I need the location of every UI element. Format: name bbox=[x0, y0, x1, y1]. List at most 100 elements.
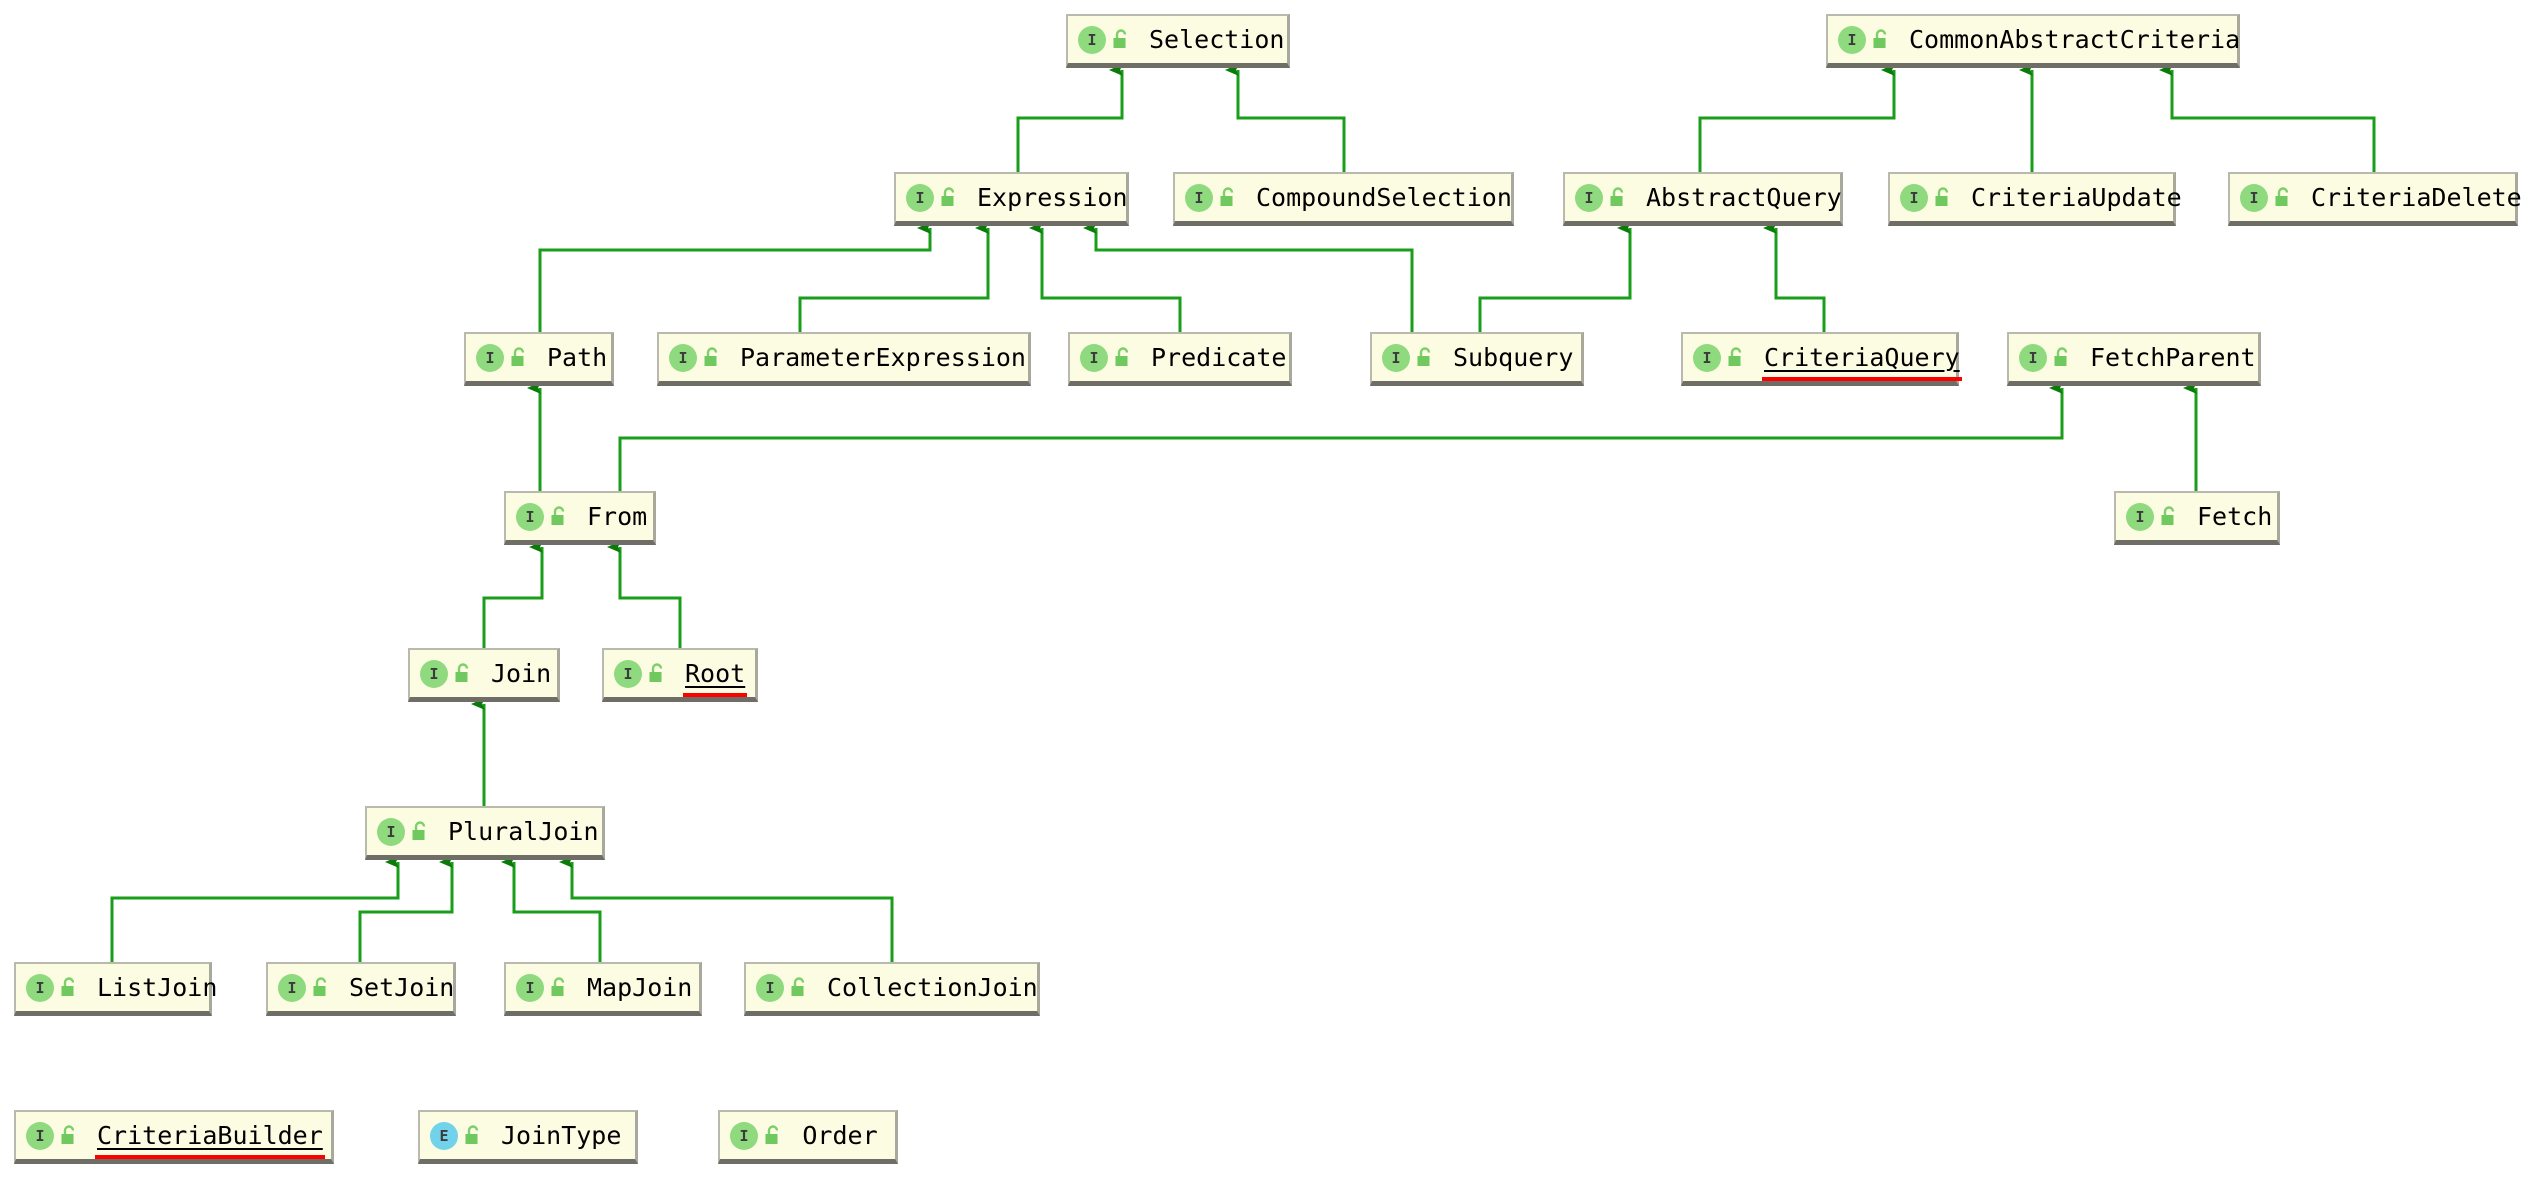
uml-class-node-collectionJoin[interactable]: I CollectionJoin bbox=[744, 962, 1040, 1016]
interface-badge-icon: I bbox=[1693, 343, 1721, 372]
open-padlock-icon bbox=[509, 346, 529, 369]
interface-badge-icon: I bbox=[756, 973, 784, 1002]
interface-badge-icon: I bbox=[730, 1121, 758, 1150]
class-name-label-setJoin: SetJoin bbox=[349, 973, 455, 1002]
inheritance-edge bbox=[1478, 222, 1632, 332]
class-name-label-joinType: JoinType bbox=[501, 1121, 622, 1150]
uml-class-node-fetch[interactable]: I Fetch bbox=[2114, 491, 2280, 545]
uml-class-node-root[interactable]: I Root bbox=[602, 648, 758, 702]
inheritance-edge bbox=[618, 382, 2064, 491]
open-padlock-icon bbox=[59, 1124, 79, 1147]
interface-badge-icon: I bbox=[1382, 343, 1410, 372]
interface-badge-icon: I bbox=[26, 1121, 54, 1150]
class-name-label-criteriaQuery: CriteriaQuery bbox=[1760, 345, 1964, 381]
class-name-label-mapJoin: MapJoin bbox=[587, 973, 693, 1002]
interface-badge-icon: I bbox=[516, 973, 544, 1002]
class-name-label-criteriaBuilder: CriteriaBuilder bbox=[93, 1123, 327, 1159]
interface-badge-icon: I bbox=[2126, 502, 2154, 531]
uml-class-node-order[interactable]: I Order bbox=[718, 1110, 898, 1164]
inheritance-edge bbox=[798, 222, 990, 332]
uml-class-node-criteriaDelete[interactable]: I CriteriaDelete bbox=[2228, 172, 2522, 226]
inheritance-edge bbox=[538, 222, 932, 332]
interface-badge-icon: I bbox=[476, 343, 504, 372]
open-padlock-icon bbox=[463, 1124, 483, 1147]
interface-badge-icon: I bbox=[1575, 183, 1603, 212]
uml-class-node-mapJoin[interactable]: I MapJoin bbox=[504, 962, 702, 1016]
open-padlock-icon bbox=[939, 186, 959, 209]
interface-badge-icon: I bbox=[1080, 343, 1108, 372]
inheritance-edge bbox=[559, 856, 894, 962]
open-padlock-icon bbox=[410, 820, 430, 843]
uml-class-node-selection[interactable]: I Selection bbox=[1066, 14, 1290, 68]
open-padlock-icon bbox=[2159, 505, 2179, 528]
uml-class-node-join[interactable]: I Join bbox=[408, 648, 560, 702]
interface-badge-icon: I bbox=[2240, 183, 2268, 212]
uml-class-node-from[interactable]: I From bbox=[504, 491, 656, 545]
class-name-label-pluralJoin: PluralJoin bbox=[448, 817, 599, 846]
interface-badge-icon: I bbox=[1185, 183, 1213, 212]
interface-badge-icon: I bbox=[278, 973, 306, 1002]
inheritance-edge bbox=[110, 856, 400, 962]
interface-badge-icon: I bbox=[26, 973, 54, 1002]
uml-class-node-fetchParent[interactable]: I FetchParent bbox=[2007, 332, 2261, 386]
class-name-label-order: Order bbox=[802, 1121, 878, 1150]
open-padlock-icon bbox=[1933, 186, 1953, 209]
class-name-label-compoundSelection: CompoundSelection bbox=[1256, 183, 1512, 212]
inheritance-edge bbox=[2159, 64, 2376, 172]
class-name-label-expression: Expression bbox=[977, 183, 1128, 212]
uml-class-node-listJoin[interactable]: I ListJoin bbox=[14, 962, 217, 1016]
open-padlock-icon bbox=[549, 976, 569, 999]
class-name-label-fetchParent: FetchParent bbox=[2090, 343, 2256, 372]
uml-class-node-abstractQuery[interactable]: I AbstractQuery bbox=[1563, 172, 1843, 226]
inheritance-edge bbox=[1016, 64, 1124, 172]
class-name-label-path: Path bbox=[547, 343, 608, 372]
class-name-label-criteriaDelete: CriteriaDelete bbox=[2311, 183, 2522, 212]
uml-class-node-expression[interactable]: I Expression bbox=[894, 172, 1129, 226]
open-padlock-icon bbox=[311, 976, 331, 999]
open-padlock-icon bbox=[2052, 346, 2072, 369]
inheritance-edge bbox=[358, 856, 454, 962]
class-name-label-selection: Selection bbox=[1149, 25, 1285, 54]
open-padlock-icon bbox=[647, 662, 667, 685]
interface-badge-icon: I bbox=[2019, 343, 2047, 372]
class-name-label-root: Root bbox=[681, 661, 749, 697]
interface-badge-icon: I bbox=[1078, 25, 1106, 54]
inheritance-edge bbox=[1763, 222, 1826, 332]
interface-badge-icon: I bbox=[420, 659, 448, 688]
uml-class-node-subquery[interactable]: I Subquery bbox=[1370, 332, 1584, 386]
open-padlock-icon bbox=[1415, 346, 1435, 369]
uml-class-node-path[interactable]: I Path bbox=[464, 332, 614, 386]
uml-class-node-joinType[interactable]: E JoinType bbox=[418, 1110, 638, 1164]
open-padlock-icon bbox=[1608, 186, 1628, 209]
inheritance-edge bbox=[1083, 222, 1414, 332]
uml-class-node-pluralJoin[interactable]: I PluralJoin bbox=[365, 806, 605, 860]
class-name-label-criteriaUpdate: CriteriaUpdate bbox=[1971, 183, 2182, 212]
class-name-label-subquery: Subquery bbox=[1453, 343, 1574, 372]
uml-class-node-commonAbstractCriteria[interactable]: I CommonAbstractCriteria bbox=[1826, 14, 2240, 68]
open-padlock-icon bbox=[549, 505, 569, 528]
open-padlock-icon bbox=[1113, 346, 1133, 369]
class-name-label-collectionJoin: CollectionJoin bbox=[827, 973, 1038, 1002]
uml-class-node-compoundSelection[interactable]: I CompoundSelection bbox=[1173, 172, 1514, 226]
interface-badge-icon: I bbox=[1900, 183, 1928, 212]
uml-class-node-criteriaQuery[interactable]: I CriteriaQuery bbox=[1681, 332, 1962, 386]
class-name-label-predicate: Predicate bbox=[1151, 343, 1287, 372]
uml-class-node-criteriaBuilder[interactable]: I CriteriaBuilder bbox=[14, 1110, 334, 1164]
open-padlock-icon bbox=[702, 346, 722, 369]
uml-class-node-predicate[interactable]: I Predicate bbox=[1068, 332, 1292, 386]
open-padlock-icon bbox=[763, 1124, 783, 1147]
class-name-label-abstractQuery: AbstractQuery bbox=[1646, 183, 1842, 212]
inheritance-edge bbox=[1698, 64, 1896, 172]
class-name-label-fetch: Fetch bbox=[2197, 502, 2273, 531]
class-name-label-parameterExpression: ParameterExpression bbox=[740, 343, 1026, 372]
class-name-label-from: From bbox=[587, 502, 648, 531]
uml-class-node-criteriaUpdate[interactable]: I CriteriaUpdate bbox=[1888, 172, 2182, 226]
inheritance-edge bbox=[607, 541, 682, 648]
uml-class-node-parameterExpression[interactable]: I ParameterExpression bbox=[657, 332, 1031, 386]
uml-class-node-setJoin[interactable]: I SetJoin bbox=[266, 962, 456, 1016]
open-padlock-icon bbox=[1871, 28, 1891, 51]
class-name-label-listJoin: ListJoin bbox=[97, 973, 218, 1002]
enum-badge-icon: E bbox=[430, 1121, 458, 1150]
inheritance-edge bbox=[482, 541, 544, 648]
